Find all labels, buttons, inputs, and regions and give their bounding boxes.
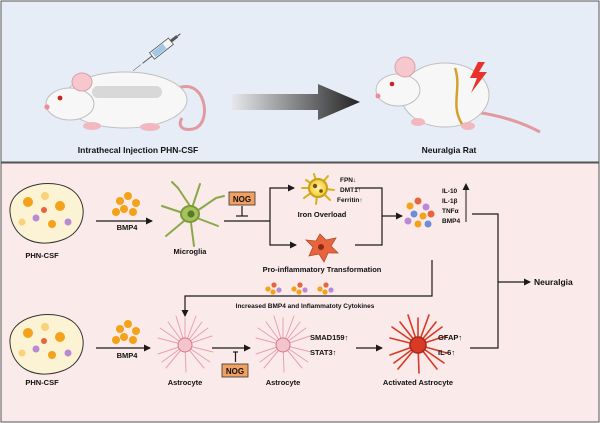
nog-label-upper: NOG [233,195,251,204]
phn-csf-label-lower: PHN-CSF [25,378,59,387]
activated-marker-il6: IL-6↑ [438,348,455,357]
iron-marker-fpn: FPN↓ [340,177,356,184]
iron-overload-label: Iron Overload [298,210,347,219]
injection-label: Intrathecal Injection PHN-CSF [78,145,198,155]
arrow-iron-to-cytokines [355,187,403,220]
lightning-icon [470,62,487,93]
iron-cell-icon [301,173,335,205]
t-bar-icon [236,206,248,217]
rat-injected [44,71,206,132]
activated-astrocyte-icon [389,314,448,374]
arrow-proinf-to-cytokines [355,216,383,246]
phn-csf-blob-lower [9,313,84,375]
nog-label-lower: NOG [226,367,244,376]
syringe-icon [132,33,181,72]
astrocyte-icon-2 [255,315,312,373]
activated-marker-gfap: GFAP↑ [438,333,462,342]
bmp4-label-lower: BMP4 [117,351,139,360]
cytokine-il10: IL-10 [442,188,458,195]
neuralgia-rat-label: Neuralgia Rat [422,145,477,155]
cytokine-tnfa: TNFα [442,208,459,215]
arrow-to-iron [269,184,295,221]
transition-arrow [232,84,360,120]
proinflammatory-label: Pro-inflammatory Transformation [263,265,382,274]
microglia-label: Microglia [174,247,208,256]
cytokine-bmp4: BMP4 [442,218,460,225]
bmp4-cluster-lower [112,320,140,344]
astrocyte-label-2: Astrocyte [266,378,301,387]
arrow-to-proinflammatory [269,221,297,249]
iron-marker-dmt1: DMT1↑ [340,187,361,194]
rat-neuralgia [375,56,541,134]
bmp4-cluster-upper [112,192,140,216]
cytokine-cluster [404,197,435,228]
astrocyte-label-1: Astrocyte [168,378,203,387]
nog-box-lower [221,363,249,378]
iron-marker-ferritin: Ferritin↑ [337,197,363,204]
arrow-upper-to-neuralgia [470,213,499,349]
secreted-clusters [265,282,334,295]
bmp4-label-upper: BMP4 [117,223,139,232]
microglia-icon [161,181,225,247]
t-bar-icon-lower [233,351,238,362]
arrow-cytokines-feedback [181,260,433,317]
proinflammatory-nucleus [318,244,324,250]
phn-csf-blob-upper [9,182,84,244]
cytokine-il1b: IL-1β [442,198,458,205]
secreted-label: Increased BMP4 and Inflammatoty Cytokine… [236,303,375,310]
nog-box-upper [228,191,256,206]
phn-csf-label-upper: PHN-CSF [25,251,59,260]
signal-stat3: STAT3↑ [310,348,336,357]
neuralgia-outcome-label: Neuralgia [534,277,573,287]
activated-astrocyte-label: Activated Astrocyte [383,378,453,387]
astrocyte-icon-1 [157,315,214,373]
signal-smad159: SMAD159↑ [310,333,348,342]
